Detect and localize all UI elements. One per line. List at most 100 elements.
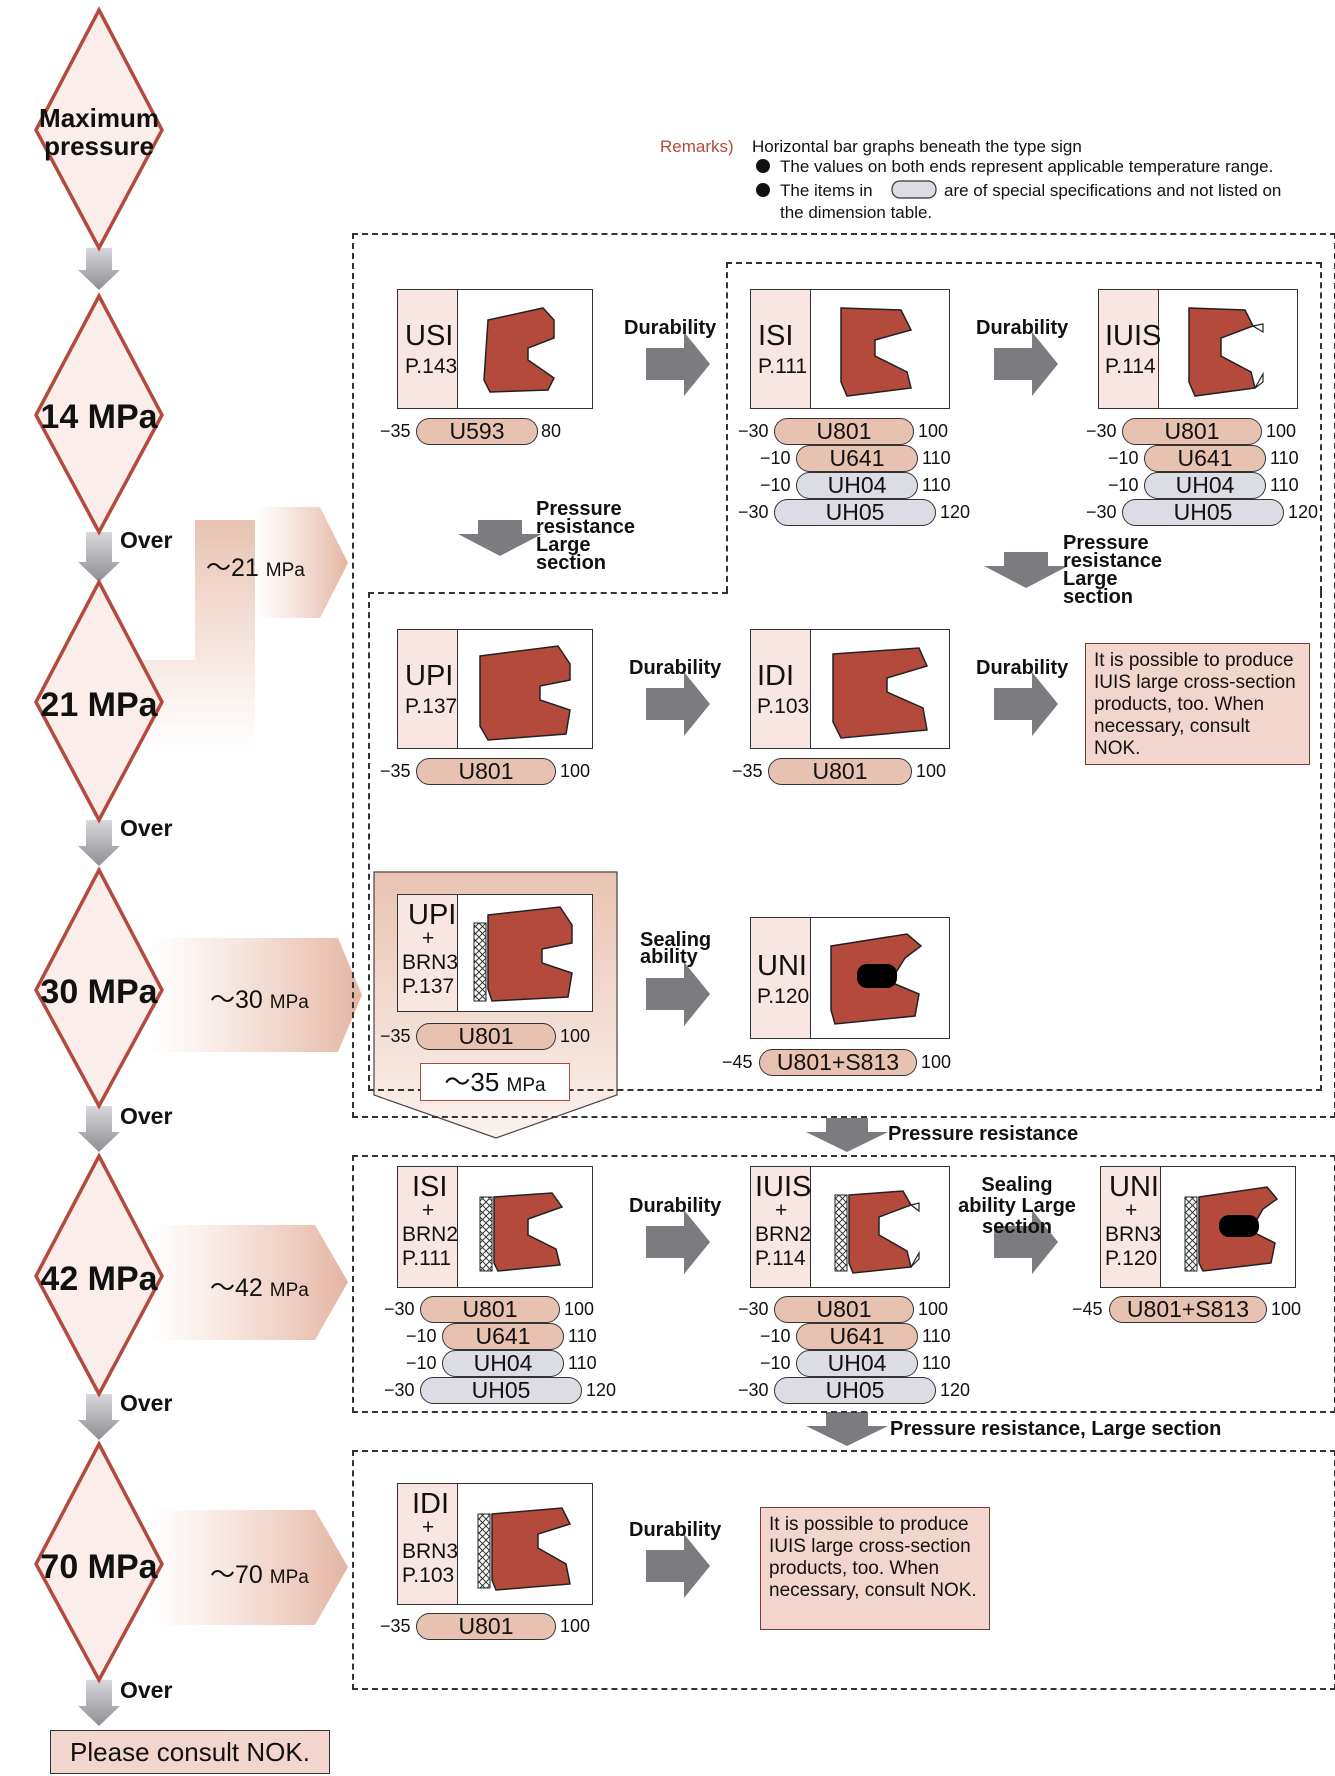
- material-pill: U641: [1144, 445, 1266, 472]
- remarks-line: the dimension table.: [780, 203, 933, 222]
- material-pill: U641: [442, 1323, 564, 1350]
- over-label: Over: [120, 1103, 173, 1129]
- consult-box: Please consult NOK.: [50, 1730, 330, 1774]
- over-label: Over: [120, 1677, 173, 1703]
- material-pill: U641: [796, 445, 918, 472]
- temp-max: 110: [922, 448, 951, 468]
- temp-min: −10: [760, 1353, 791, 1373]
- remarks-line: Horizontal bar graphs beneath the type s…: [752, 137, 1082, 156]
- temp-min: −10: [760, 1326, 791, 1346]
- special-pill: UH05: [774, 499, 936, 526]
- over-label: Over: [120, 815, 173, 841]
- temp-min: −10: [1108, 448, 1139, 468]
- temp-min: −35: [380, 421, 411, 441]
- seal-profile-icon: [473, 906, 573, 1002]
- temp-min: −10: [760, 448, 791, 468]
- level-label-70: 70 MPa: [40, 1548, 158, 1586]
- temp-max: 100: [921, 1052, 952, 1072]
- temp-min: −10: [406, 1353, 437, 1373]
- remarks-line: The items in: [780, 181, 873, 200]
- temp-max: 100: [560, 1616, 591, 1636]
- durability-label: Durability: [976, 657, 1069, 679]
- pressure-large-label: Pressure resistance Large section: [1063, 532, 1162, 608]
- special-pill: UH04: [796, 472, 918, 499]
- note-box: It is possible to produce IUIS large cro…: [1085, 643, 1310, 765]
- pressure-large-label: Pressure resistance Large section: [536, 498, 635, 574]
- level-connector: [140, 520, 255, 750]
- temp-max: 110: [922, 1353, 951, 1373]
- temp-min: −35: [380, 1026, 411, 1046]
- range-arrow-70: [150, 1510, 348, 1625]
- seal-profile-icon: [483, 307, 555, 393]
- over-label: Over: [120, 527, 173, 553]
- range-arrow-21: [255, 507, 348, 618]
- seal-profile-icon: [477, 1507, 572, 1591]
- temp-max: 120: [940, 1380, 971, 1400]
- level-down-arrows: [78, 248, 120, 1726]
- step-arrows: [458, 332, 1068, 1598]
- material-pill: U801: [416, 1613, 556, 1640]
- material-pill: U801: [416, 1023, 556, 1050]
- material-pill: U801+S813: [759, 1049, 917, 1076]
- range-21: ～21 MPa: [206, 554, 305, 582]
- temp-max: 110: [922, 1326, 951, 1346]
- material-pill: U801: [768, 758, 912, 785]
- material-pill: U801: [416, 758, 556, 785]
- temp-min: −30: [1086, 421, 1117, 441]
- temp-max: 110: [568, 1353, 597, 1373]
- temp-min: −30: [1086, 502, 1117, 522]
- seal-profile-icon: [1188, 307, 1264, 397]
- temp-max: 110: [922, 475, 951, 495]
- temp-min: −45: [722, 1052, 753, 1072]
- sealing-label: Sealing ability: [640, 929, 712, 968]
- temp-min: −30: [384, 1380, 415, 1400]
- temp-min: −10: [1108, 475, 1139, 495]
- durability-label: Durability: [629, 1519, 722, 1541]
- remarks-line: The values on both ends represent applic…: [780, 157, 1274, 176]
- temp-min: −35: [732, 761, 763, 781]
- temp-min: −35: [380, 1616, 411, 1636]
- material-pill: U801: [774, 418, 914, 445]
- temp-max: 100: [564, 1299, 595, 1319]
- temp-min: −35: [380, 761, 411, 781]
- durability-label: Durability: [976, 317, 1069, 339]
- bullet-icon: [756, 183, 770, 197]
- temp-min: −45: [1072, 1299, 1103, 1319]
- seal-profile-icon: [830, 933, 923, 1025]
- temp-min: −30: [738, 1299, 769, 1319]
- remarks-tag: Remarks): [660, 137, 734, 156]
- temp-min: −30: [738, 421, 769, 441]
- range-35-box: ～35 MPa: [420, 1063, 570, 1101]
- material-pill: U801: [774, 1296, 914, 1323]
- range-arrow-30: [150, 938, 362, 1052]
- level-label-30: 30 MPa: [40, 973, 158, 1011]
- level-label-14: 14 MPa: [40, 398, 158, 436]
- pressure-diamonds: [34, 6, 164, 1684]
- temp-min: −30: [384, 1299, 415, 1319]
- level-label-max: Maximum pressure: [39, 103, 159, 161]
- temp-max: 100: [560, 1026, 591, 1046]
- durability-label: Durability: [629, 657, 722, 679]
- temp-min: −30: [738, 1380, 769, 1400]
- temp-max: 100: [560, 761, 591, 781]
- temp-max: 100: [916, 761, 947, 781]
- temp-max: 100: [918, 1299, 949, 1319]
- temp-max: 100: [918, 421, 949, 441]
